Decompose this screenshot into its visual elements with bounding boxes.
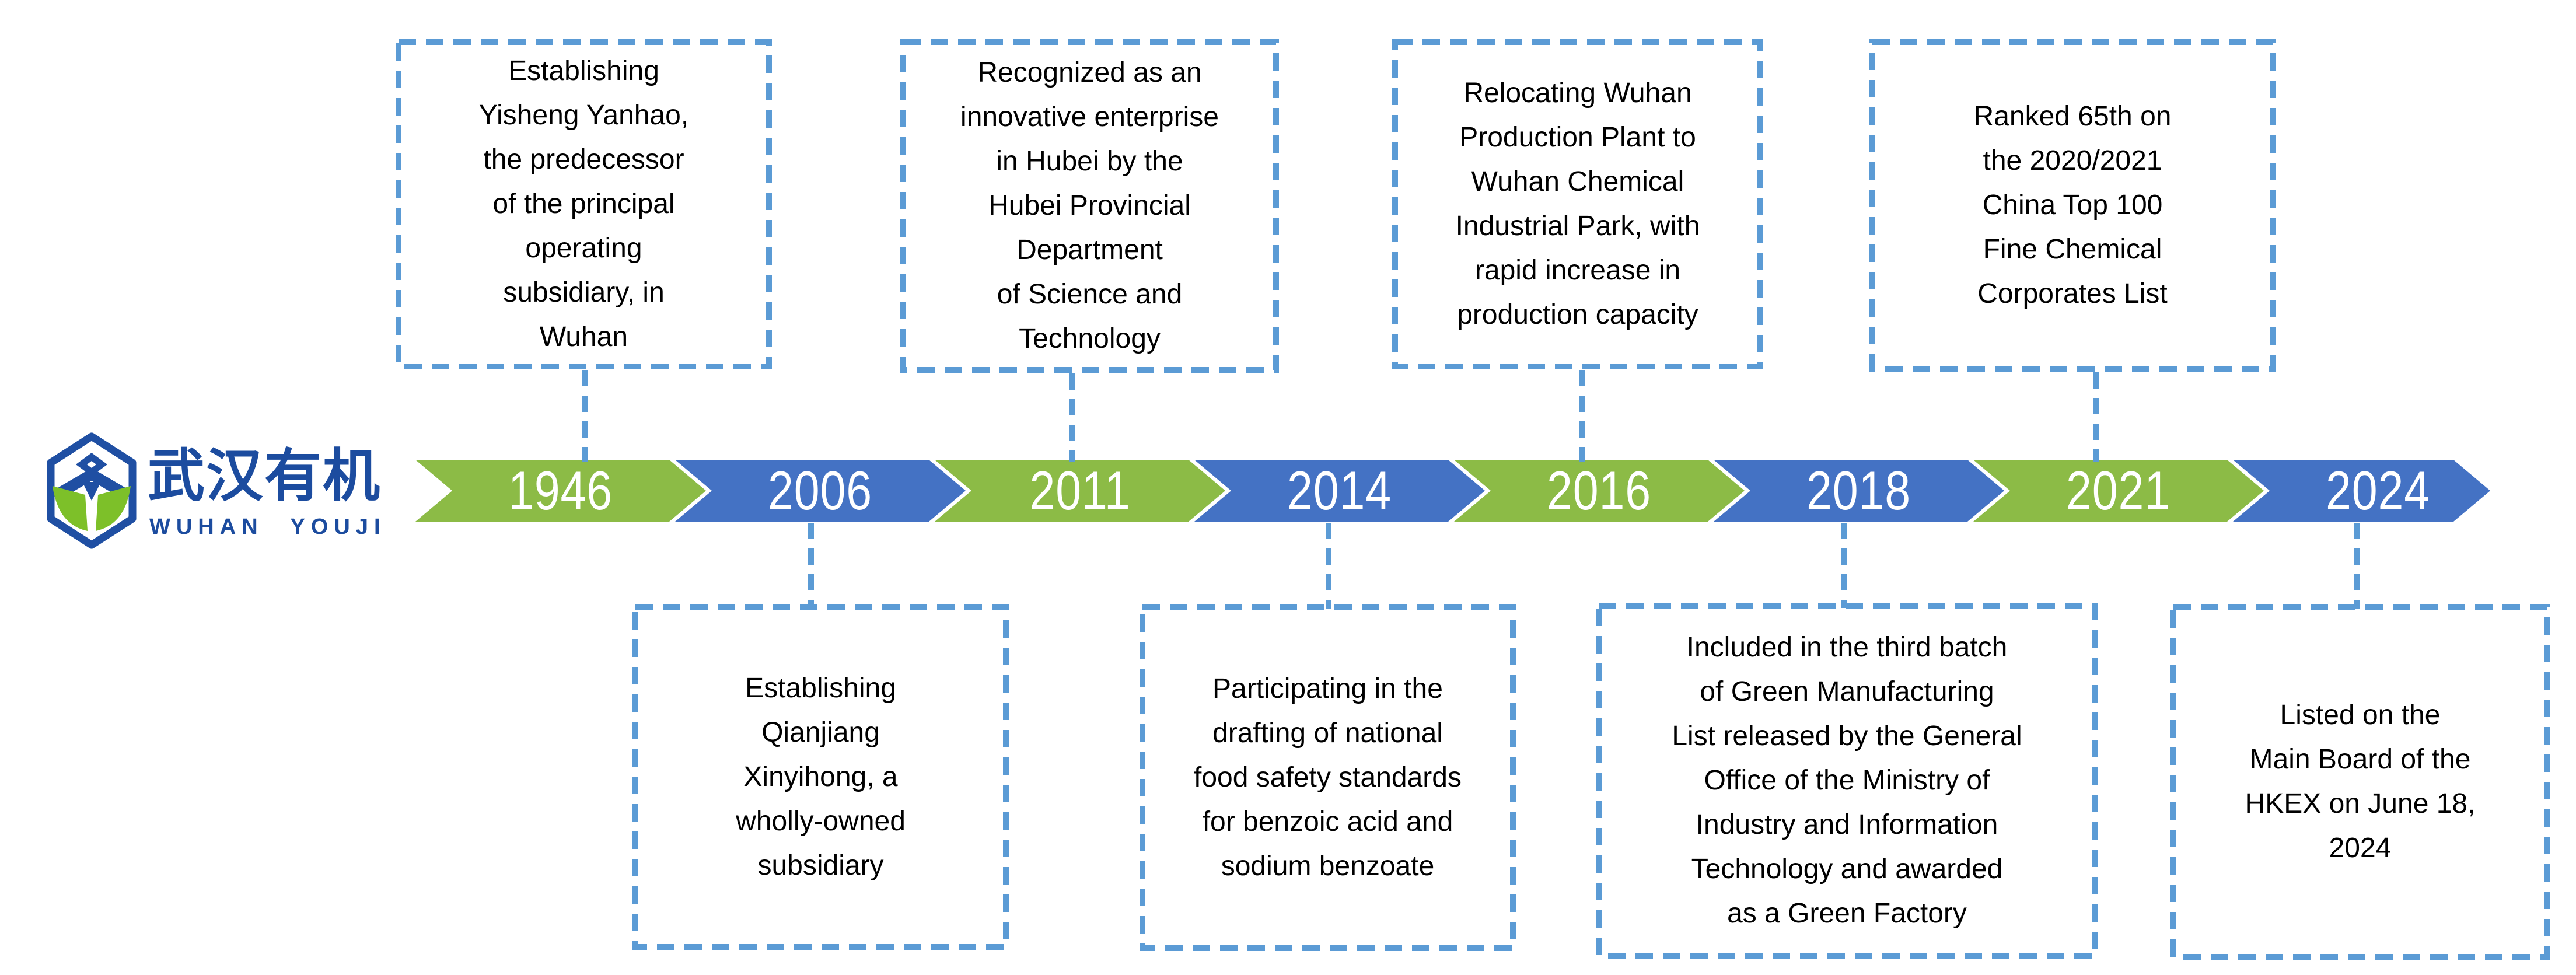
timeline-arrow-2016 [1454, 460, 1745, 522]
timeline-year-2018: 2018 [1806, 460, 1911, 521]
milestone-box-2014: Participating in the drafting of nationa… [1142, 607, 1513, 948]
timeline-arrow-2018 [1714, 460, 2004, 522]
logo-name-chinese: 武汉有机 [148, 443, 382, 508]
milestone-text-2018: Included in the third batch of Green Man… [1672, 632, 2022, 929]
milestone-text-2016: Relocating Wuhan Production Plant to Wuh… [1455, 78, 1700, 330]
timeline-year-2024: 2024 [2326, 460, 2431, 521]
box-border-2006 [632, 604, 1009, 950]
milestone-text-2024: Listed on the Main Board of the HKEX on … [2245, 700, 2476, 864]
box-border-2024 [2170, 604, 2550, 960]
timeline-arrow-2021 [1973, 460, 2264, 522]
milestone-box-2016: Relocating Wuhan Production Plant to Wuh… [1395, 42, 1760, 366]
logo-name-english: WUHAN YOUJI [149, 515, 386, 539]
milestone-text-2011: Recognized as an innovative enterprise i… [960, 57, 1219, 354]
timeline-arrow-2006 [675, 460, 966, 522]
box-border-2018 [1596, 603, 2098, 959]
box-border-2016 [1392, 39, 1763, 369]
milestone-text-2021: Ranked 65th on the 2020/2021 China Top 1… [1973, 101, 2172, 309]
timeline-arrow-2011 [935, 460, 1225, 522]
milestone-box-2006: Establishing Qianjiang Xinyihong, a whol… [635, 607, 1006, 947]
logo-center-wedge [82, 482, 101, 501]
timeline-arrow-2024 [2233, 460, 2490, 522]
milestone-text-1946: Establishing Yisheng Yanhao, the predece… [478, 55, 689, 352]
timeline-year-2006: 2006 [768, 460, 873, 521]
milestone-text-2014: Participating in the drafting of nationa… [1194, 673, 1462, 882]
milestone-box-2021: Ranked 65th on the 2020/2021 China Top 1… [1872, 42, 2273, 369]
logo-diamond-inner [87, 461, 96, 468]
timeline-arrow-2014 [1194, 460, 1485, 522]
timeline-year-2011: 2011 [1029, 460, 1131, 521]
milestone-text-2006: Establishing Qianjiang Xinyihong, a whol… [736, 672, 906, 881]
timeline-year-2016: 2016 [1547, 460, 1652, 521]
timeline-year-2014: 2014 [1287, 460, 1392, 521]
milestone-box-2018: Included in the third batch of Green Man… [1599, 606, 2095, 956]
milestone-box-2011: Recognized as an innovative enterprise i… [903, 42, 1276, 370]
timeline-year-2021: 2021 [2066, 460, 2171, 521]
box-border-2021 [1869, 39, 2276, 372]
box-border-1946 [396, 39, 772, 369]
milestone-box-2024: Listed on the Main Board of the HKEX on … [2173, 607, 2547, 957]
milestone-box-1946: Establishing Yisheng Yanhao, the predece… [399, 42, 769, 366]
logo-chevron [58, 468, 125, 501]
timeline-year-1946: 1946 [508, 460, 613, 521]
logo-leaf-right [96, 486, 131, 531]
box-border-2011 [900, 39, 1279, 373]
logo-leaf-left [53, 486, 88, 531]
company-logo-icon [47, 432, 137, 549]
timeline-arrow-1946 [415, 460, 706, 522]
